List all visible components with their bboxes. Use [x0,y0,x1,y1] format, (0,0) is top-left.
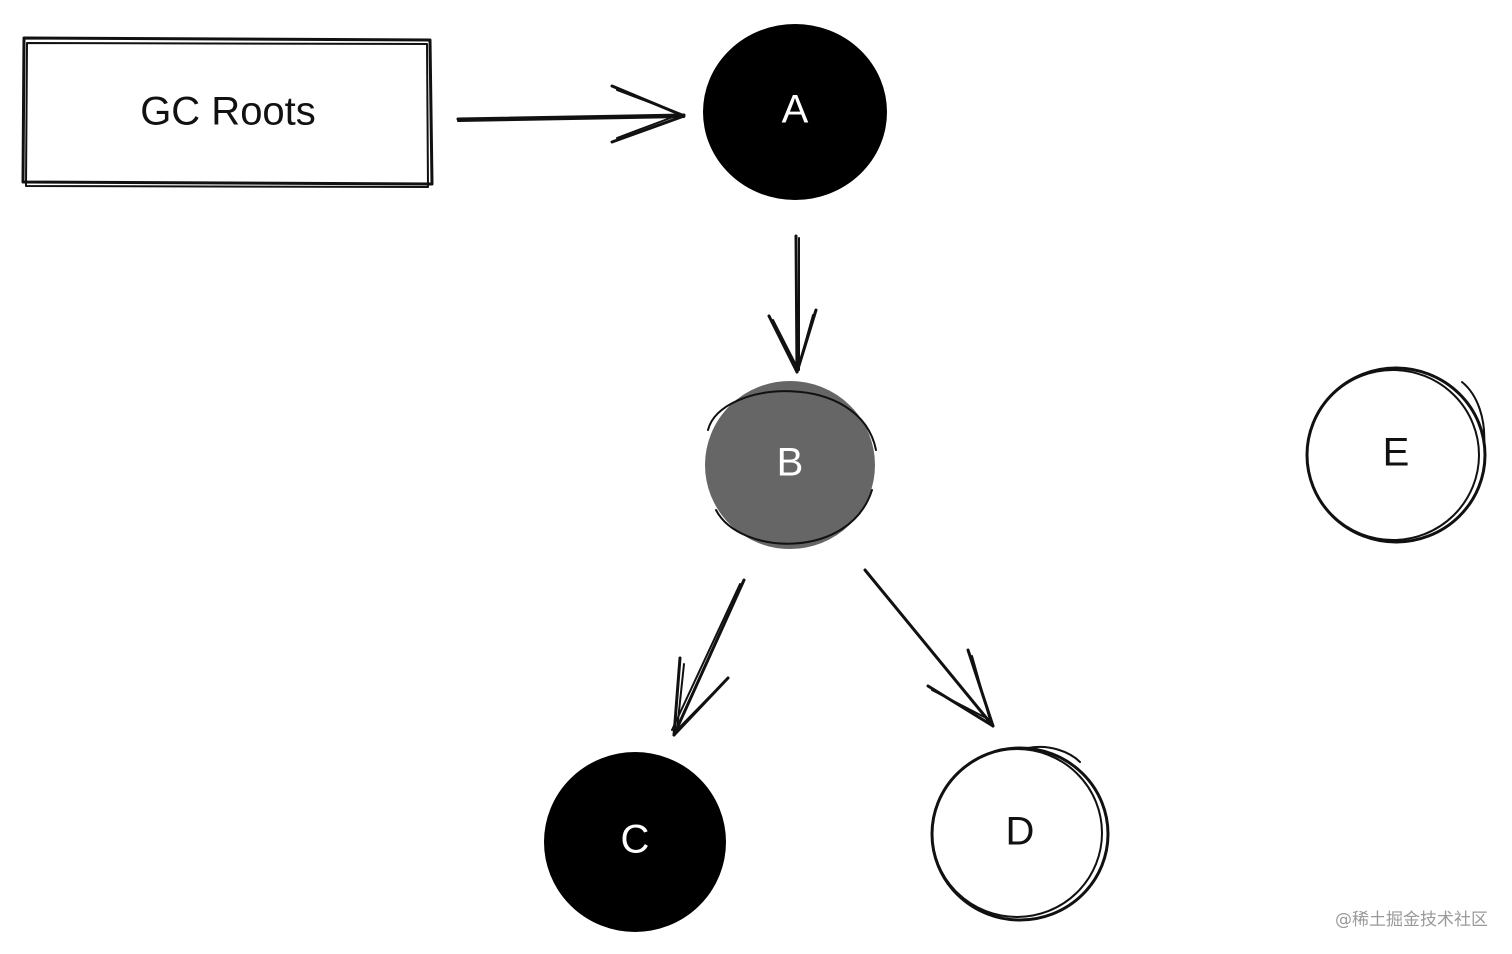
node-e-label: E [1383,431,1410,475]
gc-roots-box: GC Roots [21,36,434,188]
node-c: C [544,752,726,932]
node-b-label: B [777,441,804,485]
watermark-text: @稀土掘金技术社区 [1335,910,1488,930]
edge-a-to-b [767,234,818,374]
node-e: E [1305,366,1487,544]
edge-b-to-d [863,568,995,728]
gc-roots-label: GC Roots [140,90,316,134]
node-c-label: C [621,818,650,862]
edge-gcroots-to-a [456,84,686,144]
node-b: B [703,379,877,551]
node-a: A [703,24,887,200]
edge-b-to-c [671,578,746,737]
node-d-label: D [1006,810,1035,854]
node-d: D [930,746,1110,922]
node-a-label: A [782,88,809,132]
